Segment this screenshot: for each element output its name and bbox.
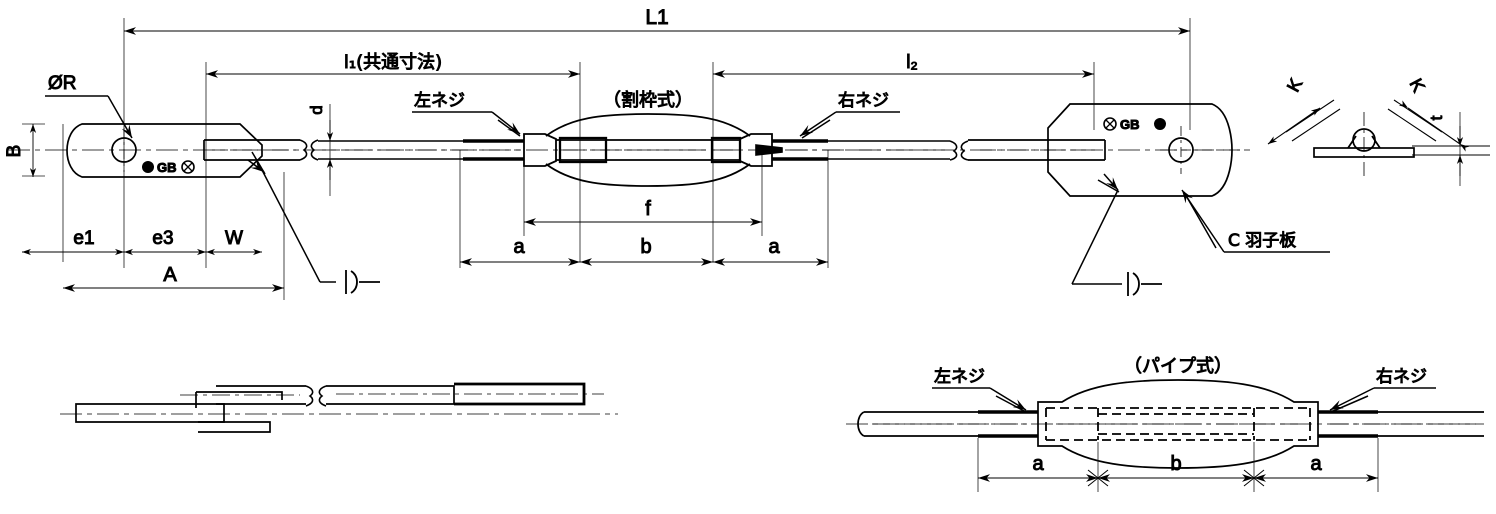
break-symbol-right: [949, 140, 969, 161]
left-bolt-head: [558, 136, 608, 164]
right-bolt-head: [710, 136, 742, 164]
dimension-l1: l₁(共通寸法): [344, 52, 442, 73]
right-paddle-plate: [1047, 103, 1233, 197]
pipe-dimension-b: b: [1170, 453, 1181, 475]
variant-label-pipe: （パイプ式）: [1124, 356, 1232, 377]
left-thread-section: [463, 139, 524, 161]
dimension-l2: l₂: [906, 52, 918, 73]
pipe-dimension-a-right: a: [1310, 453, 1322, 475]
dimension-A: A: [163, 264, 177, 286]
right-weld-leader: [1071, 173, 1122, 285]
left-rod: [318, 140, 463, 160]
break-symbol-left: [299, 139, 319, 161]
weld-symbol-right: [1127, 272, 1162, 296]
pipe-dimension-a-left: a: [1032, 453, 1044, 475]
pipe-callout-left-thread: 左ネジ: [934, 367, 985, 387]
variant-label-split-frame: （割枠式）: [603, 90, 693, 111]
callout-paddle-plate: C 羽子板: [1228, 231, 1296, 251]
right-rod: [828, 140, 950, 160]
right-stamp-text: GB: [1120, 117, 1140, 132]
dimension-a-right: a: [768, 236, 780, 258]
thickness-detail: t: [1412, 112, 1490, 186]
paddle-plate-leader: [1181, 189, 1330, 253]
pipe-right-thread-leader: [1329, 387, 1436, 413]
dimension-b: b: [640, 236, 651, 258]
side-elevation-view: [60, 382, 618, 433]
dimension-weld-K-right: K: [1406, 75, 1429, 95]
dimension-e3: e3: [152, 228, 173, 249]
dimension-t: t: [1427, 115, 1446, 120]
dimension-d: d: [307, 105, 326, 114]
dimension-L1: L1: [645, 6, 668, 29]
pipe-type-view: （パイプ式） 左ネジ 右ネジ a b: [846, 356, 1484, 492]
right-thread-section: [772, 139, 828, 161]
dimension-W: W: [225, 228, 243, 249]
dimension-a-left: a: [513, 236, 525, 258]
right-rod-stub: [968, 139, 1106, 161]
callout-left-thread: 左ネジ: [414, 91, 465, 111]
dimension-bore: ØR: [48, 73, 77, 94]
dimension-B: B: [4, 145, 25, 158]
dimension-weld-K-left: K: [1283, 75, 1306, 95]
weld-symbol-left: [345, 270, 380, 294]
pipe-left-thread-leader: [932, 387, 1027, 413]
left-rod-stub: [203, 139, 300, 161]
left-thread-leader: [412, 111, 521, 137]
left-stamp-text: GB: [157, 160, 177, 175]
left-weld-leader: [247, 151, 336, 283]
left-stamp-mark: GB: [142, 160, 195, 176]
right-bolt-tip: [755, 144, 783, 156]
pipe-callout-right-thread: 右ネジ: [1376, 367, 1427, 387]
callout-right-thread: 右ネジ: [838, 91, 889, 111]
right-thread-leader: [799, 111, 900, 139]
right-stamp-mark: GB: [1103, 117, 1166, 133]
bore-leader: [45, 95, 133, 139]
weld-detail-view: K K: [1267, 75, 1470, 178]
left-paddle-plate: [66, 123, 263, 178]
dimension-f: f: [645, 198, 651, 220]
dimension-e1: e1: [73, 228, 94, 249]
